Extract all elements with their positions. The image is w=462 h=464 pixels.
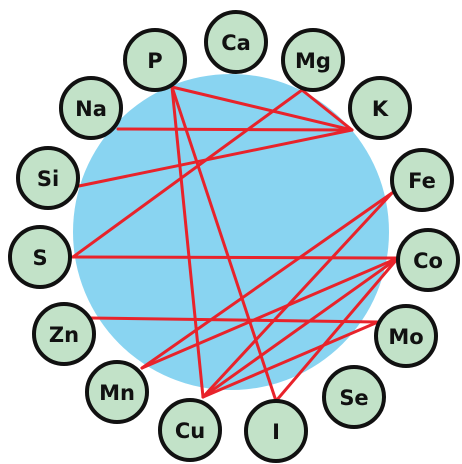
node-circle	[123, 28, 187, 92]
node-circle	[16, 146, 80, 210]
node-circle	[348, 76, 412, 140]
links-layer	[71, 85, 400, 403]
link-p-k	[170, 85, 354, 132]
node-label: Co	[413, 249, 443, 273]
node-circle	[8, 225, 72, 289]
node-label: P	[147, 49, 162, 73]
link-fe-cu	[201, 191, 394, 399]
node-circle	[374, 304, 438, 368]
link-mg-k	[300, 88, 354, 132]
link-zn-mo	[88, 316, 380, 324]
node-mo: Mo	[374, 304, 438, 368]
link-mo-cu	[201, 320, 380, 399]
node-s: S	[8, 225, 72, 289]
link-na-k	[116, 127, 354, 132]
node-fe: Fe	[390, 148, 454, 212]
node-label: Na	[75, 97, 107, 121]
node-label: Si	[37, 167, 59, 191]
link-mg-s	[71, 88, 304, 259]
node-co: Co	[396, 228, 460, 292]
node-p: P	[123, 28, 187, 92]
node-label: Cu	[175, 419, 205, 443]
node-circle	[59, 76, 123, 140]
node-label: Se	[339, 386, 368, 410]
node-label: Mn	[99, 381, 135, 405]
node-circle	[396, 228, 460, 292]
link-k-si	[77, 128, 354, 188]
node-mn: Mn	[85, 360, 149, 424]
node-circle	[281, 28, 345, 92]
node-circle	[85, 360, 149, 424]
node-circle	[322, 365, 386, 429]
node-si: Si	[16, 146, 80, 210]
node-label: Mg	[295, 49, 331, 73]
node-i: I	[244, 399, 308, 463]
link-fe-mn	[140, 191, 394, 370]
node-cu: Cu	[158, 398, 222, 462]
node-circle	[158, 398, 222, 462]
node-circle	[32, 302, 96, 366]
node-label: S	[32, 246, 47, 270]
link-s-co	[71, 255, 400, 260]
link-co-i	[274, 256, 400, 403]
node-circle	[204, 10, 268, 74]
link-p-i	[170, 85, 278, 403]
node-se: Se	[322, 365, 386, 429]
node-label: I	[272, 420, 280, 444]
node-label: Fe	[408, 169, 436, 193]
node-mg: Mg	[281, 28, 345, 92]
node-circle	[244, 399, 308, 463]
node-label: Ca	[221, 31, 251, 55]
link-co-mn	[140, 256, 400, 370]
node-na: Na	[59, 76, 123, 140]
node-label: Zn	[49, 323, 79, 347]
node-k: K	[348, 76, 412, 140]
background-circle	[73, 74, 389, 390]
node-label: Mo	[388, 325, 423, 349]
node-label: K	[372, 97, 389, 121]
node-zn: Zn	[32, 302, 96, 366]
node-circle	[390, 148, 454, 212]
link-co-cu	[201, 256, 400, 399]
node-ca: Ca	[204, 10, 268, 74]
